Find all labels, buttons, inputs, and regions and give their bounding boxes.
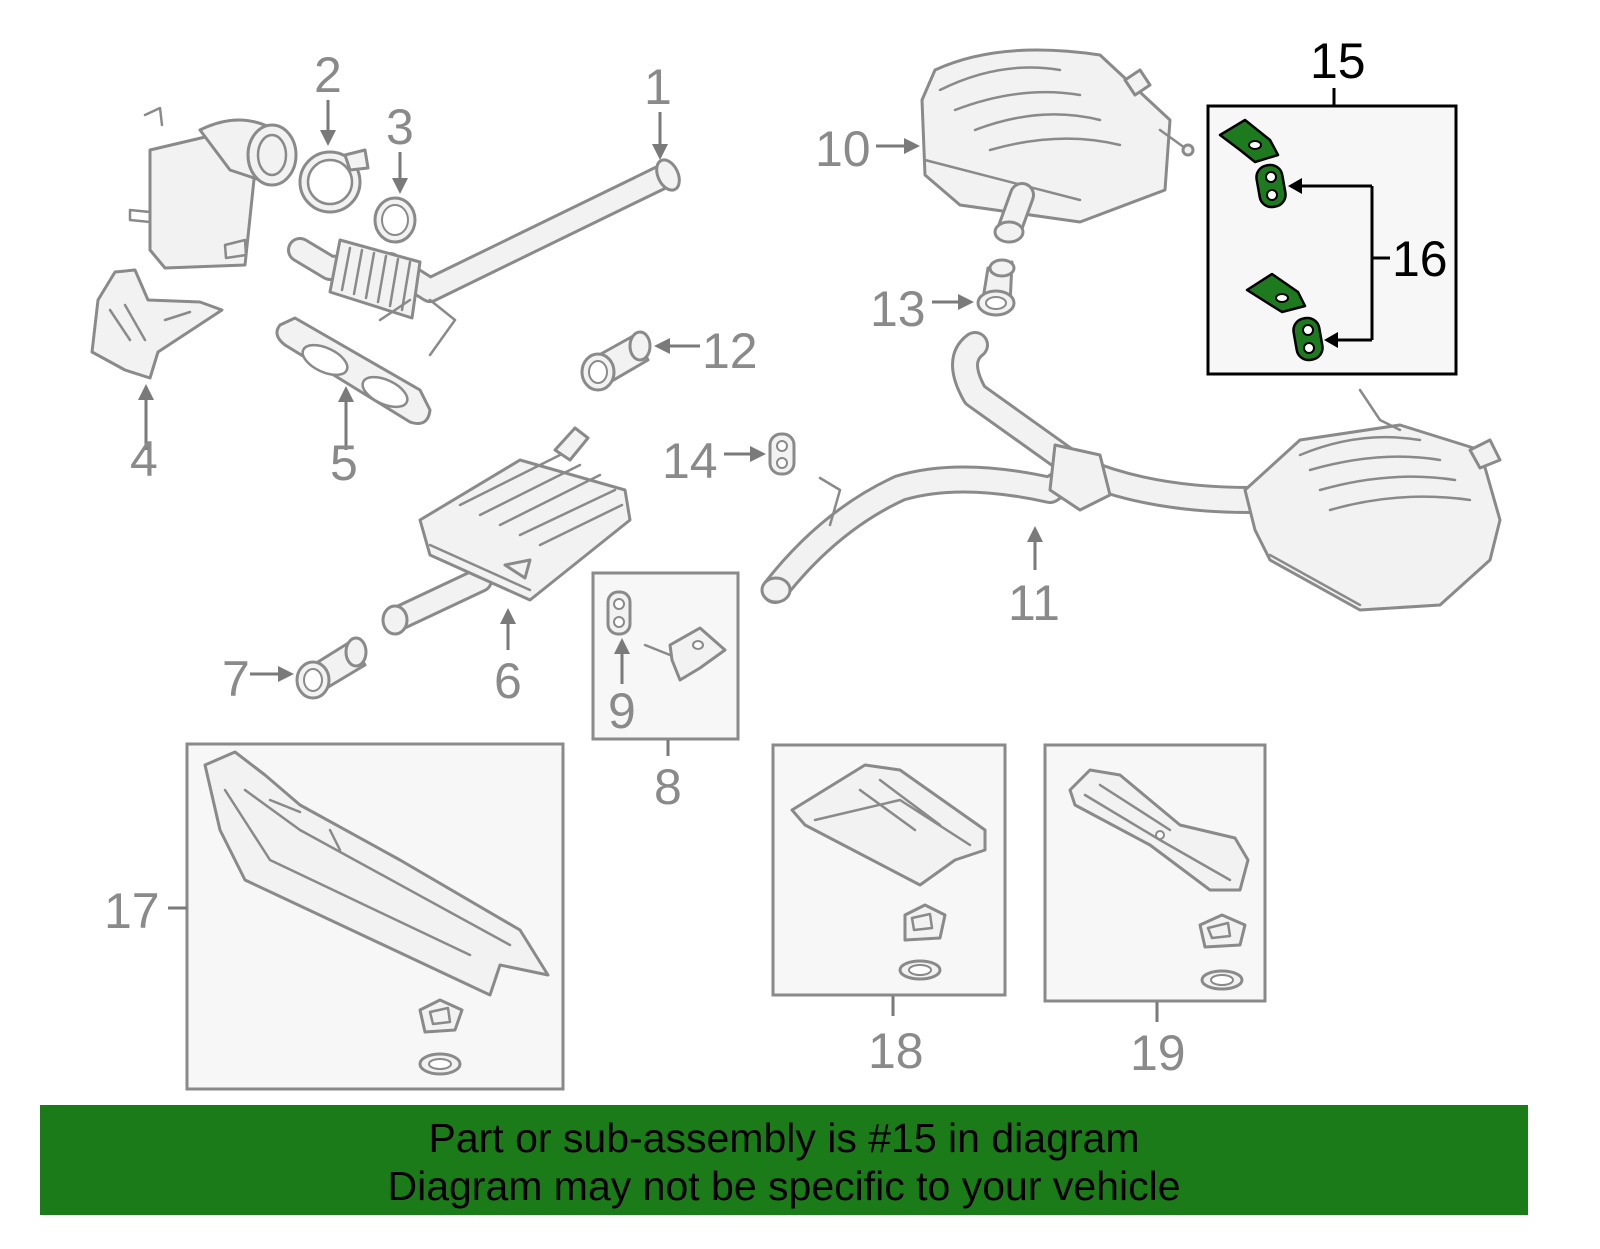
- part-16-hanger-upper[interactable]: [1255, 163, 1288, 209]
- svg-text:9: 9: [608, 683, 636, 739]
- part-6-center-muffler[interactable]: [381, 426, 632, 636]
- callout-11: 11: [1008, 526, 1060, 631]
- part-15-hanger-kit-box[interactable]: [1206, 104, 1458, 376]
- svg-text:2: 2: [314, 47, 342, 103]
- part-1-front-pipe[interactable]: [128, 106, 684, 357]
- svg-text:4: 4: [130, 431, 158, 487]
- svg-text:6: 6: [494, 653, 522, 709]
- svg-text:19: 19: [1130, 1025, 1186, 1081]
- banner-line-1: Part or sub-assembly is #15 in diagram: [428, 1115, 1140, 1161]
- info-banner: Part or sub-assembly is #15 in diagram D…: [40, 1105, 1528, 1215]
- callout-15: 15: [1310, 33, 1366, 106]
- callout-14: 14: [662, 433, 766, 489]
- part-15-bracket-lower[interactable]: [1245, 272, 1307, 314]
- part-17-heat-shield-box[interactable]: [185, 742, 565, 1091]
- svg-text:10: 10: [815, 121, 871, 177]
- part-11-rear-pipe[interactable]: [760, 331, 1502, 612]
- callout-6: 6: [494, 608, 522, 709]
- part-13-connector[interactable]: [976, 258, 1016, 317]
- part-5-flange-gasket[interactable]: [275, 316, 432, 425]
- callout-12: 12: [654, 323, 758, 379]
- part-19-heat-shield-box[interactable]: [1043, 743, 1267, 1003]
- svg-text:17: 17: [104, 883, 160, 939]
- callout-17: 17: [104, 883, 187, 939]
- part-8-bracket[interactable]: [643, 626, 727, 682]
- callout-18: 18: [868, 996, 924, 1079]
- svg-text:5: 5: [330, 435, 358, 491]
- part-15-bracket-upper[interactable]: [1218, 118, 1280, 164]
- callout-10: 10: [815, 121, 920, 177]
- part-3-gasket[interactable]: [373, 196, 417, 244]
- callout-3: 3: [386, 99, 414, 194]
- callout-1: 1: [644, 59, 672, 160]
- callout-4: 4: [130, 384, 158, 487]
- svg-text:18: 18: [868, 1023, 924, 1079]
- callout-2: 2: [314, 47, 342, 146]
- callout-5: 5: [330, 386, 358, 491]
- part-4-heat-shield[interactable]: [90, 268, 224, 380]
- banner-line-2: Diagram may not be specific to your vehi…: [387, 1163, 1181, 1209]
- svg-text:15: 15: [1310, 33, 1366, 89]
- callout-8: 8: [654, 740, 682, 815]
- svg-text:12: 12: [702, 323, 758, 379]
- part-7-connector[interactable]: [295, 636, 368, 700]
- svg-text:11: 11: [1008, 575, 1060, 631]
- callout-13: 13: [870, 281, 974, 337]
- svg-text:14: 14: [662, 433, 718, 489]
- part-10-rear-muffler[interactable]: [920, 48, 1195, 244]
- svg-text:13: 13: [870, 281, 926, 337]
- svg-text:1: 1: [644, 59, 672, 115]
- part-2-clamp[interactable]: [298, 148, 370, 214]
- callout-7: 7: [222, 651, 294, 707]
- part-9-hanger[interactable]: [606, 590, 632, 636]
- group-8-box[interactable]: 9: [591, 571, 740, 741]
- callout-16: 16: [1392, 231, 1448, 287]
- part-12-connector[interactable]: [580, 330, 652, 392]
- part-18-heat-shield-box[interactable]: [771, 743, 1007, 997]
- callout-19: 19: [1130, 1002, 1186, 1081]
- part-16-hanger-lower[interactable]: [1292, 316, 1325, 362]
- svg-text:8: 8: [654, 759, 682, 815]
- part-14-hanger[interactable]: [768, 432, 796, 476]
- svg-text:3: 3: [386, 99, 414, 155]
- svg-text:16: 16: [1392, 231, 1448, 287]
- svg-text:7: 7: [222, 651, 250, 707]
